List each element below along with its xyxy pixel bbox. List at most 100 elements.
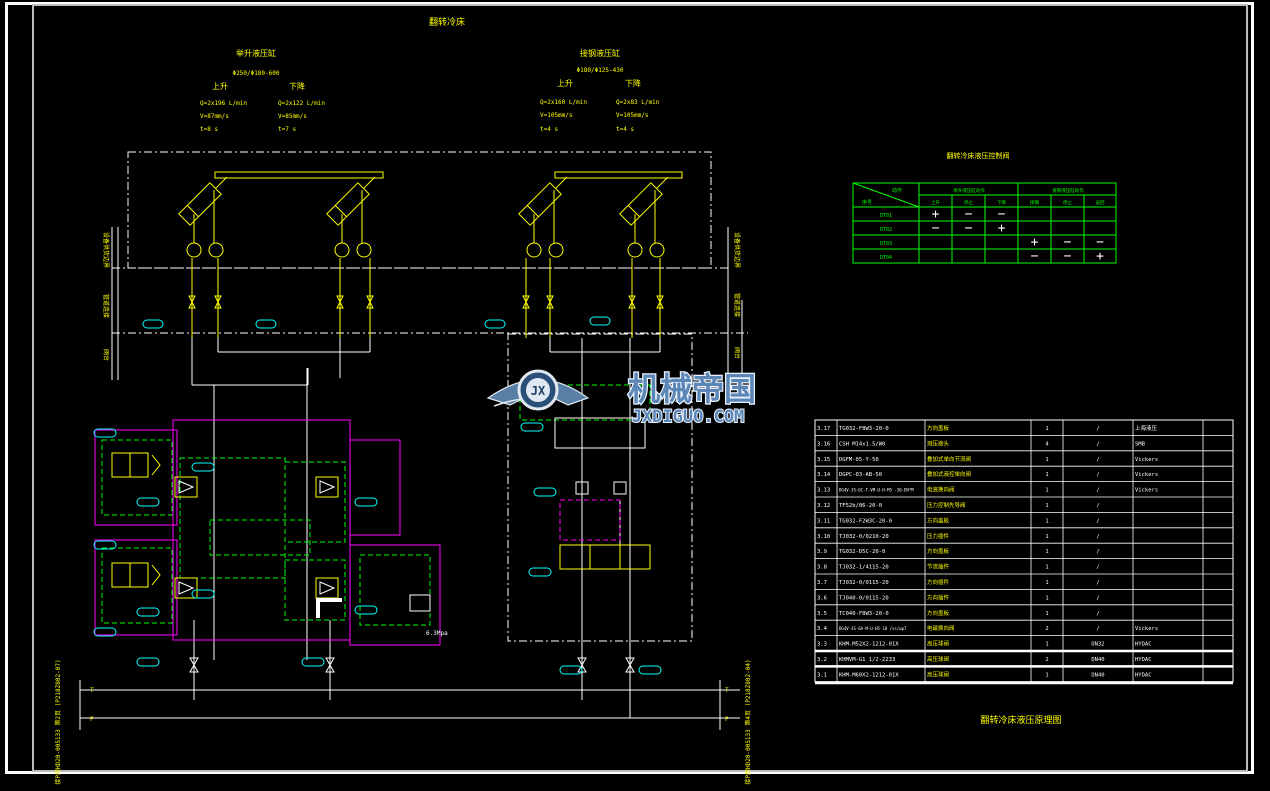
cyl1-spec: Φ250/Φ180-600 [233, 70, 280, 77]
pivot-icon [526, 242, 542, 258]
cyl2-up-label: 上升 [557, 79, 573, 88]
cylinder-rod [656, 176, 669, 189]
drawing-title: 翻转冷床 [429, 16, 465, 28]
pilot-line [519, 384, 651, 421]
state-off: − [1064, 235, 1072, 250]
cylinder-piston [526, 205, 539, 218]
side-label-right-mid: 管道连接 [733, 293, 741, 317]
state-off: − [965, 207, 973, 222]
cylinder-piston [627, 205, 640, 218]
parts-cell-no: 3.9 [817, 549, 827, 555]
pivot-icon [208, 242, 224, 258]
cylinder-piston [186, 205, 199, 218]
pilot-line [101, 547, 173, 624]
catch-beam [554, 171, 683, 179]
parts-cell-name: 电磁换向阀 [927, 624, 955, 632]
state-off: − [1064, 249, 1072, 264]
parts-cell-no: 3.4 [817, 626, 828, 632]
callout-bubble [638, 665, 662, 675]
state-off: − [1096, 235, 1104, 250]
parts-cell-qty: 1 [1045, 488, 1048, 494]
parts-cell-name: 高压球阀 [927, 655, 949, 663]
parts-cell-no: 3.1 [817, 672, 827, 678]
parts-cell-spec: / [1096, 580, 1099, 586]
cover-block-1 [349, 439, 401, 536]
spring-icon [151, 564, 161, 586]
solenoid-table-title: 翻转冷床液压控制阀 [947, 151, 1010, 160]
cyl2-name: 接钢液压缸 [580, 48, 620, 58]
check-valve-box [575, 481, 589, 495]
check-valve-icon [366, 295, 374, 309]
solenoid-table: 动作序号举升液压缸动作接钢液压缸动作上升停止下降接钢停止返回DT01+−−DT0… [852, 182, 1117, 264]
parts-cell-name: 电液换向阀 [927, 486, 955, 494]
pivot-icon [334, 242, 350, 258]
pilot-line [101, 439, 173, 516]
parts-cell-qty: 1 [1045, 549, 1048, 555]
cylinder-rod [363, 176, 376, 189]
check-arrow-icon [319, 581, 336, 595]
parts-cell-qty: 1 [1045, 457, 1048, 463]
solenoid-valve [111, 452, 131, 478]
parts-cell-spec: / [1096, 626, 1099, 632]
pivot-icon [548, 242, 564, 258]
cylinder-4 [619, 176, 669, 226]
parts-cell-maker: SMB [1135, 441, 1146, 447]
watermark-badge: JX [531, 384, 546, 398]
callout-bubble [301, 657, 325, 667]
parts-cell-code: TG032-F8W3-20-0 [839, 426, 889, 432]
manifold-outline [172, 419, 351, 641]
cyl2-up-q: Q=2x160 L/min [540, 99, 587, 106]
cyl1-down-t: t=7 s [278, 126, 296, 133]
ball-valve-icon [189, 657, 199, 673]
cylinder-rod [215, 176, 228, 189]
parts-cell-maker: 上海液压 [1135, 424, 1158, 432]
cyl1-up-v: V=87mm/s [200, 113, 229, 120]
parts-cell-spec: DN40 [1091, 672, 1104, 678]
check-arrow-icon [178, 480, 195, 494]
ball-valve-icon [577, 657, 587, 673]
parts-cell-code: TG032-D5C-20-0 [839, 549, 885, 555]
parts-cell-name: 方向插件 [927, 593, 950, 601]
parts-cell-name: 测压接头 [927, 439, 950, 447]
cylinder-body [178, 182, 222, 226]
cyl2-spec: Φ180/Φ125-430 [577, 67, 624, 74]
parts-cell-no: 3.15 [817, 457, 830, 463]
parts-cell-code: TJ032-1/4115-20 [839, 565, 889, 571]
row-id: DT04 [880, 255, 892, 261]
cyl2-down-q: Q=2x83 L/min [616, 99, 660, 106]
directional-valve [559, 544, 591, 570]
cyl2-down-v: V=105mm/s [616, 112, 649, 119]
group-header-lift: 举升液压缸动作 [953, 187, 985, 194]
parts-cell-spec: DN40 [1091, 657, 1104, 663]
spring-icon [151, 454, 161, 476]
ball-valve-icon [625, 657, 635, 673]
check-valve-icon [546, 295, 554, 309]
pilot-line [284, 559, 346, 621]
parts-cell-code: TJ040-0/0115-20 [839, 595, 889, 601]
parts-cell-qty: 1 [1045, 672, 1048, 678]
callout-bubble [533, 487, 557, 497]
state-off: − [965, 221, 973, 236]
parts-cell-qty: 1 [1045, 518, 1048, 524]
corner-header-bottom: 序号 [862, 199, 872, 206]
parts-cell-spec: / [1096, 565, 1099, 571]
cartridge-valve [174, 476, 198, 498]
parts-cell-qty: 1 [1045, 595, 1048, 601]
check-valve-icon [656, 295, 664, 309]
watermark-en: JXDIGUO.COM [632, 407, 745, 427]
parts-cell-name: 方向盖板 [927, 424, 950, 432]
parts-cell-spec: / [1096, 549, 1099, 555]
parts-cell-code: DG4V-3S-6A-M-U-H5-10 /ss/wp7 [839, 626, 907, 631]
parts-cell-maker: Vickers [1135, 488, 1158, 494]
check-arrow-icon [178, 581, 195, 595]
pipe-label-left: 接P用HD20-005133 第2页 (P218Z802-07) [54, 659, 62, 784]
group-header-catch: 接钢液压缸动作 [1052, 187, 1084, 194]
parts-cell-no: 3.14 [817, 472, 831, 478]
parts-cell-spec: / [1096, 441, 1099, 447]
check-valve-box [613, 481, 627, 495]
lift-beam [214, 171, 384, 179]
tag-bubble [142, 319, 164, 329]
parts-cell-no: 3.16 [817, 441, 830, 447]
parts-cell-no: 3.5 [817, 611, 827, 617]
pivot-icon [356, 242, 372, 258]
